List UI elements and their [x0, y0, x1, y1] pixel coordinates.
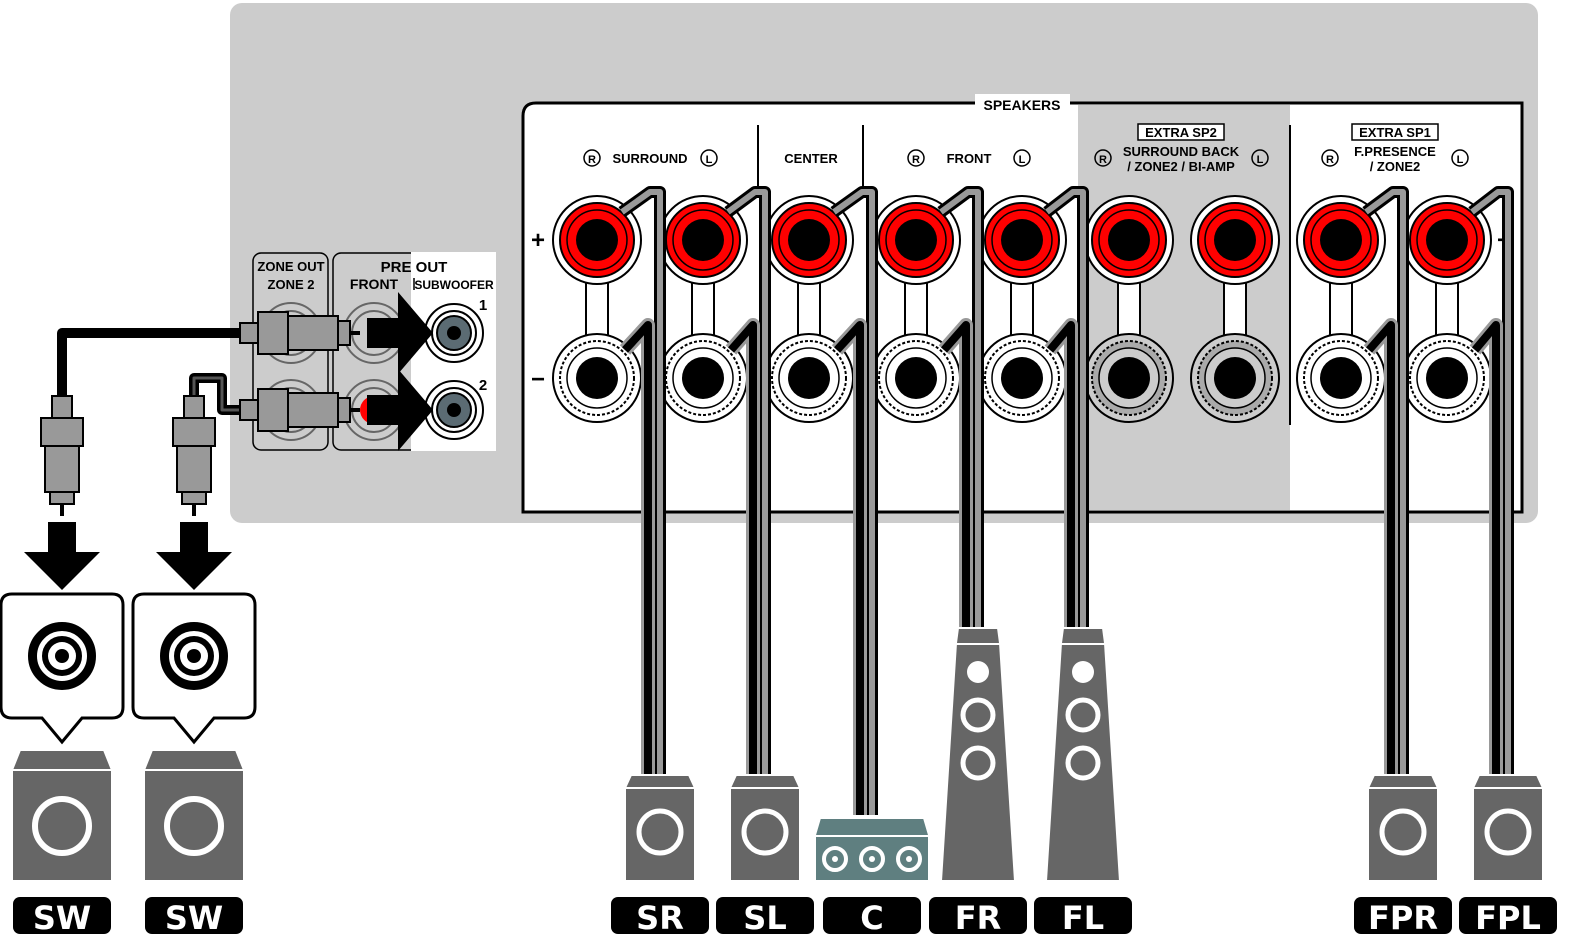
- speaker-group-sublabel: / ZONE2 / BI-AMP: [1127, 159, 1235, 174]
- speaker-terminal-pair[interactable]: [871, 195, 961, 423]
- extra-tag: EXTRA SP2: [1145, 125, 1217, 140]
- subwoofer-input-callout: [131, 592, 257, 745]
- speaker-label: SR: [636, 899, 684, 937]
- arrow-right-icon: [367, 369, 433, 451]
- subwoofer-cables: [57, 328, 240, 415]
- speaker-group-sublabel: / ZONE2: [1370, 159, 1421, 174]
- speaker-cable: [618, 186, 666, 778]
- speaker-label-badge: [1459, 897, 1557, 934]
- speaker-sl: [729, 774, 801, 882]
- speaker-group-label: FRONT: [947, 151, 992, 166]
- minus-marker: −: [531, 366, 545, 393]
- speaker-label: SW: [33, 899, 91, 937]
- speaker-label-badge: [823, 897, 921, 934]
- subwoofer-speaker: [143, 749, 245, 882]
- speaker-group-label: SURROUND: [612, 151, 687, 166]
- speaker-cable: [1362, 186, 1409, 778]
- front-label: FRONT: [350, 276, 399, 292]
- speaker-cable: [724, 186, 771, 778]
- subwoofer-label: SUBWOOFER: [414, 278, 494, 292]
- speaker-sr: [624, 774, 696, 882]
- speaker-terminal-pair[interactable]: [552, 195, 642, 423]
- speaker-terminal-pair[interactable]: [1296, 195, 1386, 423]
- speaker-fr: [939, 627, 1017, 882]
- channel-right-marker: L: [1457, 154, 1464, 166]
- subwoofer-jack-1-number: 1: [479, 297, 487, 314]
- speaker-terminal-pair[interactable]: [1402, 195, 1492, 423]
- speaker-label-badge: [716, 897, 814, 934]
- speaker-cable: [830, 186, 878, 815]
- speaker-c: [814, 817, 930, 882]
- speaker-label-badge: [1034, 897, 1132, 934]
- rca-plug: [239, 388, 360, 432]
- speaker-cable: [937, 186, 984, 630]
- plus-marker: +: [531, 227, 545, 254]
- speaker-label: FL: [1062, 899, 1104, 937]
- arrow-right-icon: [367, 292, 433, 374]
- speaker-fl: [1044, 627, 1122, 882]
- subwoofer-jack-1[interactable]: [424, 303, 484, 363]
- speaker-terminal-pair[interactable]: [658, 195, 748, 423]
- speakers-terminal-block: SPEAKERS SURROUND R L CENTER FRONT R L SURROUND…: [521, 94, 1524, 514]
- channel-left-marker: R: [912, 154, 920, 166]
- arrow-down-icon: [156, 522, 232, 590]
- subwoofer-jack-2[interactable]: [424, 380, 484, 440]
- speaker-terminal-pair[interactable]: [1190, 195, 1280, 423]
- speaker-terminal-pair[interactable]: [1084, 195, 1174, 423]
- speaker-terminal-pair[interactable]: [764, 195, 854, 423]
- rca-plug: [40, 395, 84, 516]
- pre-out-label: PRE OUT: [381, 259, 448, 276]
- speaker-label-badge: [929, 897, 1027, 934]
- subwoofer-speaker: [11, 749, 113, 882]
- speaker-label: FR: [955, 899, 1002, 937]
- subwoofer-input-callout: [0, 592, 125, 745]
- speaker-terminal-pair[interactable]: [977, 195, 1067, 423]
- subwoofer-jack-2-number: 2: [479, 377, 487, 394]
- rca-plug: [239, 311, 360, 355]
- arrow-down-icon: [24, 522, 100, 590]
- speaker-label-badge: [611, 897, 709, 934]
- speaker-label-badge: [13, 897, 111, 934]
- speaker-label: SW: [165, 899, 223, 937]
- channel-left-marker: R: [1099, 154, 1107, 166]
- speaker-label: FPL: [1475, 899, 1541, 937]
- speaker-group-label: CENTER: [784, 151, 838, 166]
- rca-plug: [172, 395, 216, 516]
- channel-right-marker: L: [1019, 154, 1026, 166]
- speaker-label-badge: [145, 897, 243, 934]
- speaker-fpl: [1472, 774, 1544, 882]
- speaker-cable: [1043, 186, 1089, 630]
- speaker-group-label: F.PRESENCE: [1354, 144, 1436, 159]
- zone2-label: ZONE 2: [268, 277, 315, 292]
- channel-left-marker: R: [588, 154, 596, 166]
- speaker-group-label: SURROUND BACK: [1123, 144, 1240, 159]
- speaker-label: SL: [743, 899, 786, 937]
- speaker-label: FPR: [1368, 899, 1438, 937]
- extra-tag: EXTRA SP1: [1359, 125, 1431, 140]
- speaker-label-badge: [1354, 897, 1452, 934]
- speaker-label: C: [860, 899, 883, 937]
- channel-right-marker: L: [1257, 154, 1264, 166]
- channel-right-marker: L: [706, 154, 713, 166]
- speaker-cable: [1468, 186, 1514, 778]
- speakers-title: SPEAKERS: [983, 97, 1060, 113]
- zone-out-label: ZONE OUT: [257, 259, 324, 274]
- channel-left-marker: R: [1326, 154, 1334, 166]
- speaker-fpr: [1367, 774, 1439, 882]
